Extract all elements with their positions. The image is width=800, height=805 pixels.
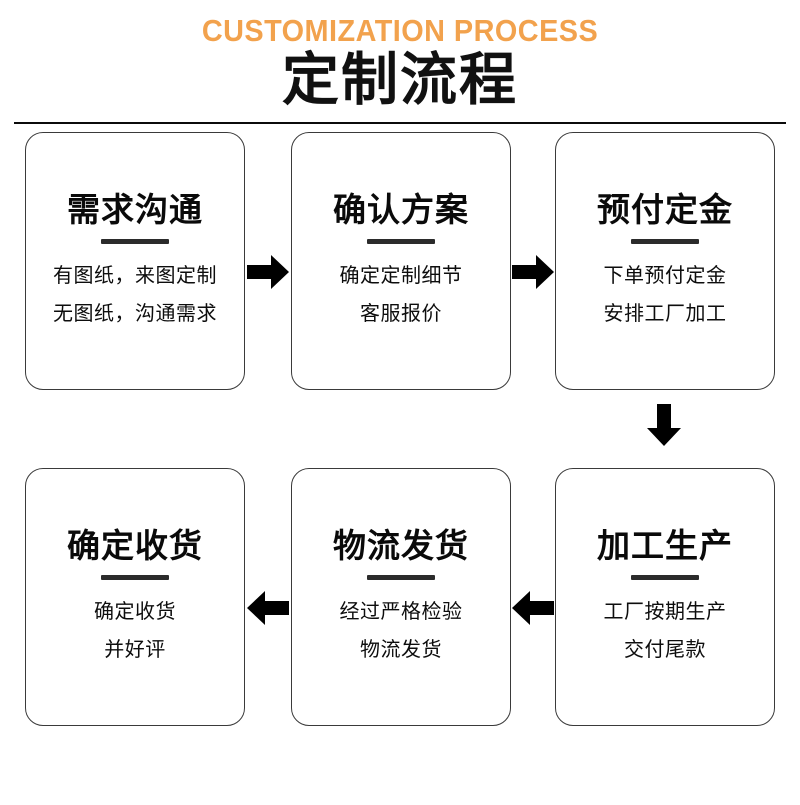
step-description-line: 确定定制细节	[339, 263, 463, 287]
step-description-line: 物流发货	[360, 637, 442, 661]
step-description: 有图纸，来图定制 无图纸，沟通需求	[53, 256, 217, 332]
step-title-underline	[101, 575, 169, 580]
step-description: 下单预付定金 安排工厂加工	[604, 256, 727, 332]
process-step-card-6[interactable]: 确定收货 确定收货 并好评	[25, 468, 245, 726]
step-description-line: 确定收货	[94, 599, 176, 623]
step-description-line: 下单预付定金	[603, 263, 727, 287]
process-step-card-5[interactable]: 物流发货 经过严格检验 物流发货	[291, 468, 511, 726]
step-description: 工厂按期生产 交付尾款	[604, 592, 727, 668]
step-title-underline	[101, 239, 169, 244]
arrow-left-icon	[512, 588, 554, 628]
step-title: 需求沟通	[67, 190, 203, 229]
process-step-card-1[interactable]: 需求沟通 有图纸，来图定制 无图纸，沟通需求	[25, 132, 245, 390]
page-title: 定制流程	[282, 49, 518, 112]
step-description-line: 有图纸，来图定制	[53, 263, 217, 287]
process-flow-diagram: 需求沟通 有图纸，来图定制 无图纸，沟通需求 确认方案 确定定制细节 客服报价 …	[0, 124, 800, 784]
page-header: CUSTOMIZATION PROCESS 定制流程	[0, 0, 800, 124]
step-description: 确定定制细节 客服报价	[340, 256, 463, 332]
process-step-card-2[interactable]: 确认方案 确定定制细节 客服报价	[291, 132, 511, 390]
step-description-line: 并好评	[104, 637, 166, 661]
step-description: 经过严格检验 物流发货	[340, 592, 463, 668]
header-english-title: CUSTOMIZATION PROCESS	[201, 13, 599, 48]
step-title: 加工生产	[597, 526, 733, 565]
step-title-underline	[631, 575, 699, 580]
arrow-right-icon	[512, 252, 554, 292]
step-description-line: 交付尾款	[624, 637, 706, 661]
step-title: 物流发货	[333, 526, 469, 565]
step-description-line: 经过严格检验	[339, 599, 463, 623]
step-title-underline	[367, 575, 435, 580]
step-description-line: 安排工厂加工	[603, 301, 727, 325]
step-title-underline	[631, 239, 699, 244]
step-title: 确定收货	[67, 526, 203, 565]
arrow-left-icon	[247, 588, 289, 628]
header-divider	[14, 122, 786, 124]
arrow-right-icon	[247, 252, 289, 292]
step-description-line: 工厂按期生产	[603, 599, 727, 623]
step-title: 预付定金	[597, 190, 733, 229]
step-description-line: 客服报价	[360, 301, 442, 325]
process-step-card-3[interactable]: 预付定金 下单预付定金 安排工厂加工	[555, 132, 775, 390]
step-description: 确定收货 并好评	[94, 592, 176, 668]
arrow-down-icon	[644, 404, 684, 446]
step-description-line: 无图纸，沟通需求	[53, 301, 217, 325]
process-step-card-4[interactable]: 加工生产 工厂按期生产 交付尾款	[555, 468, 775, 726]
step-title-underline	[367, 239, 435, 244]
step-title: 确认方案	[333, 190, 469, 229]
